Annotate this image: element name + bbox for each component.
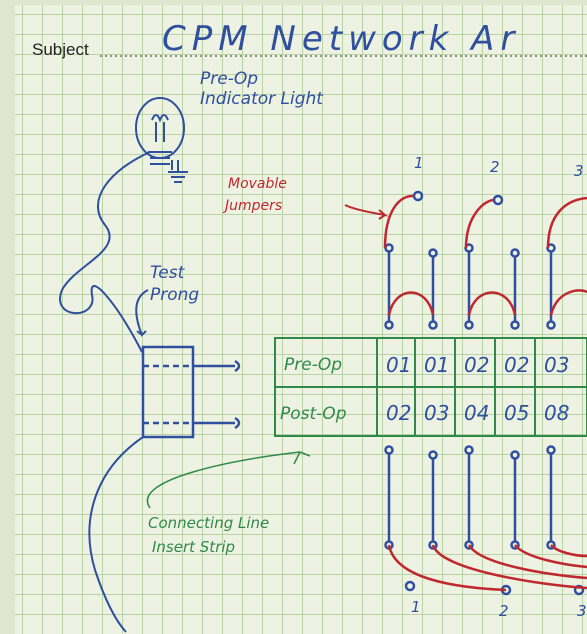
strip-cell-post-1: 02: [386, 401, 411, 425]
jumpers-arrow: [344, 204, 389, 220]
bottom-connections: [387, 544, 587, 592]
ground-icon: [168, 160, 188, 183]
insert-strip: [274, 337, 587, 437]
jumpers-label-line1: Movable: [228, 176, 287, 192]
strip-cell-post-5: 08: [544, 401, 569, 425]
light-bulb-icon: [135, 97, 185, 170]
bottom-pin-number-2: 2: [499, 602, 509, 620]
test-prong-cable: [88, 436, 144, 633]
test-prong-label-line2: Prong: [150, 285, 199, 305]
subject-label: Subject: [32, 40, 89, 59]
test-prong: [141, 345, 241, 439]
indicator-label-line1: Pre-Op: [200, 69, 258, 89]
top-pin-number-1: 1: [414, 154, 424, 172]
strip-cell-pre-1: 01: [386, 353, 411, 377]
test-prong-label-line1: Test: [150, 263, 186, 283]
jumpers-label-line2: Jumpers: [222, 198, 282, 214]
strip-row-pre-op-label: Pre-Op: [284, 355, 342, 375]
strip-cell-pre-4: 02: [504, 353, 529, 377]
strip-cell-post-4: 05: [504, 401, 529, 425]
indicator-wire: [59, 151, 151, 353]
insert-strip-arrow: [146, 451, 311, 509]
indicator-label-line2: Indicator Light: [200, 89, 324, 109]
strip-cell-pre-3: 02: [464, 353, 489, 377]
strip-row-post-op-label: Post-Op: [280, 404, 347, 424]
bottom-pin-number-1: 1: [411, 598, 421, 616]
top-pin-number-3: 3: [574, 162, 584, 180]
graph-paper-sheet: [15, 5, 587, 634]
bottom-pin-number-3: 3: [577, 602, 587, 620]
strip-cell-pre-5: 03: [544, 353, 569, 377]
strip-cell-post-2: 03: [424, 401, 449, 425]
strip-cell-pre-2: 01: [424, 353, 449, 377]
test-prong-arrow: [135, 289, 149, 337]
insert-strip-label-line2: Insert Strip: [152, 538, 235, 556]
movable-jumpers: [383, 194, 587, 316]
subject-title: CPM Network Ar: [162, 19, 520, 59]
top-pin-number-2: 2: [490, 158, 500, 176]
strip-cell-post-3: 04: [464, 401, 489, 425]
insert-strip-label-line1: Connecting Line: [148, 514, 269, 532]
